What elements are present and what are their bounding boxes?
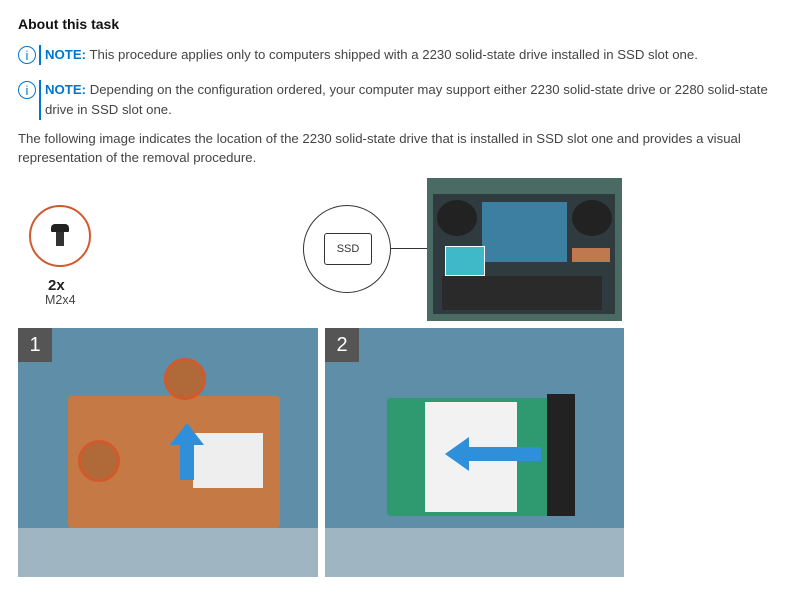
note-2: i NOTE: Depending on the configuration o… [18, 80, 788, 120]
note-label: NOTE: [45, 82, 87, 97]
step-number: 1 [18, 328, 52, 362]
arrow-left-icon [445, 437, 469, 471]
ssd-callout: SSD [303, 205, 391, 293]
callout-line [391, 248, 441, 249]
step-number: 2 [325, 328, 359, 362]
note-1: i NOTE: This procedure applies only to c… [18, 45, 698, 65]
screw-count: 2x [48, 277, 65, 294]
note-label: NOTE: [45, 47, 87, 62]
ssd-label: SSD [324, 233, 372, 265]
laptop-image [427, 178, 622, 321]
description-paragraph: The following image indicates the locati… [18, 131, 741, 165]
note-text: Depending on the configuration ordered, … [45, 82, 768, 117]
screw-icon [29, 205, 91, 267]
info-icon: i [18, 46, 36, 64]
info-icon: i [18, 81, 36, 99]
section-heading: About this task [18, 16, 120, 32]
step-1-image: 1 [18, 328, 318, 577]
arrow-up-icon [170, 423, 204, 445]
note-text: This procedure applies only to computers… [86, 47, 698, 62]
step-2-image: 2 [325, 328, 624, 577]
screw-type: M2x4 [45, 293, 76, 307]
